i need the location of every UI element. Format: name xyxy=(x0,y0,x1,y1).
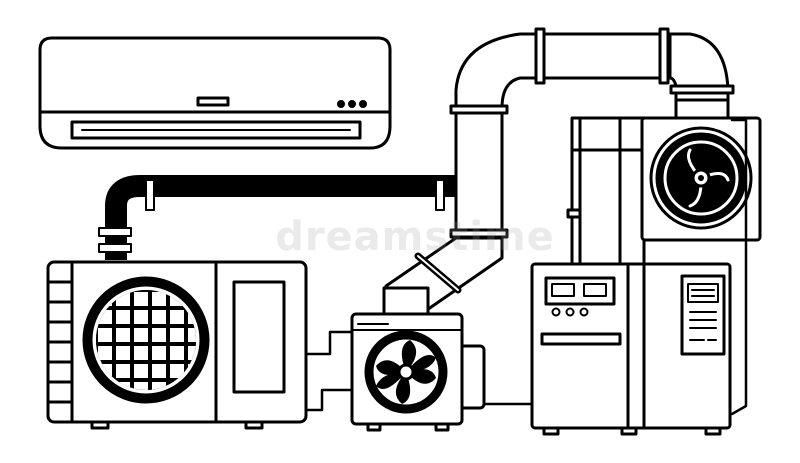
split-wall-indoor-unit xyxy=(38,36,392,150)
condenser-side-panel xyxy=(232,280,286,394)
exhaust-column xyxy=(566,116,646,270)
indoor-unit-indicator xyxy=(337,100,345,108)
refrigerant-pipe xyxy=(98,175,456,260)
indoor-unit-indicator xyxy=(359,100,367,108)
cabinet-readout xyxy=(551,283,575,297)
small-fan-unit xyxy=(350,312,486,432)
indoor-unit-indicator xyxy=(348,100,356,108)
cabinet-button xyxy=(565,307,575,317)
indoor-unit-display xyxy=(196,96,230,107)
cabinet-button xyxy=(551,307,561,317)
duct-top-run xyxy=(538,32,672,80)
cabinet-button xyxy=(579,307,589,317)
duct-riser xyxy=(454,106,504,240)
wall-mounted-exhaust-fan xyxy=(640,116,762,242)
control-cabinet xyxy=(530,262,732,436)
outdoor-condenser-unit xyxy=(46,260,308,430)
duct-elbow-left xyxy=(454,32,542,110)
ventilation-ductwork xyxy=(382,27,735,318)
cabinet-slot xyxy=(540,332,622,346)
cabinet-readout xyxy=(583,283,607,297)
